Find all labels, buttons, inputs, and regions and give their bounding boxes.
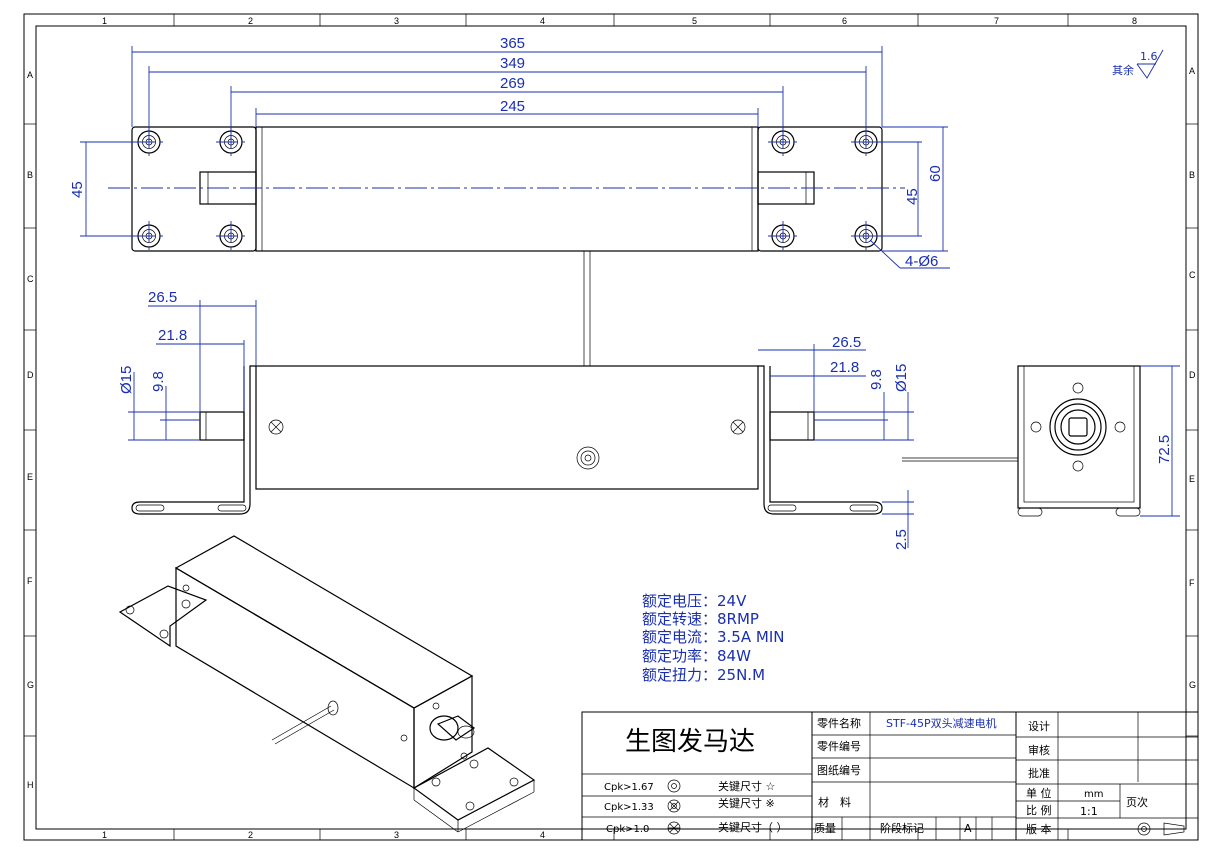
title-block: 生图发马达 Cpk>1.67 Cpk>1.33 Cpk>1.0 关键尺寸 ☆ 关… [581, 711, 1199, 841]
zone-col-3: 3 [394, 16, 399, 26]
cpk-1-label: Cpk>1.67 [604, 782, 654, 793]
dim-dia15-right: Ø15 [893, 364, 910, 392]
mounting-hole [768, 221, 798, 251]
part-name-value: STF-45P双头减速电机 [886, 716, 997, 730]
key-dim-paren: 关键尺寸（ ） [718, 820, 788, 834]
front-left-dims: 26.5 21.8 Ø15 9.8 [118, 289, 257, 441]
material-label: 材 料 [818, 795, 851, 809]
top-left-vertical-dim: 45 [69, 141, 148, 237]
company-name: 生图发马达 [625, 727, 755, 757]
surface-roughness-symbol: 其余 1.6 [1112, 49, 1164, 79]
dim-269: 269 [500, 75, 525, 92]
scale-value: 1:1 [1080, 805, 1098, 818]
dim-9-8-right: 9.8 [868, 369, 885, 390]
dim-21-8-right: 21.8 [830, 359, 859, 376]
unit-value: mm [1084, 789, 1103, 800]
mounting-hole [216, 221, 246, 251]
mass-label: 质量 [814, 822, 836, 835]
dim-26-5-right: 26.5 [832, 334, 861, 351]
drawing-no-label: 图纸编号 [817, 763, 861, 777]
zone-row-a: A [27, 70, 33, 80]
zone-row-f: F [27, 576, 33, 586]
stage-value: A [964, 822, 972, 835]
dim-245: 245 [500, 98, 525, 115]
zone-col-2-bottom: 2 [248, 830, 253, 840]
spec-speed: 额定转速：8RMP [642, 610, 759, 628]
key-dim-cross: 关键尺寸 ※ [718, 796, 775, 810]
zone-row-c-right: C [1189, 270, 1196, 280]
approve-label: 批准 [1028, 766, 1050, 780]
zone-col-5: 5 [692, 16, 697, 26]
zone-row-e: E [27, 472, 33, 482]
zone-col-4-bottom: 4 [540, 830, 545, 840]
front-right-dims: 26.5 21.8 Ø15 9.8 2.5 [758, 334, 914, 550]
cpk-3-label: Cpk>1.0 [606, 824, 649, 835]
zone-row-h: H [27, 780, 34, 790]
zone-row-b-right: B [1189, 170, 1195, 180]
zone-row-c: C [27, 274, 34, 284]
zone-col-8: 8 [1132, 16, 1137, 26]
spec-current: 额定电流：3.5A MIN [642, 628, 784, 646]
front-view: 26.5 21.8 Ø15 9.8 26.5 21.8 Ø15 9.8 [118, 289, 914, 550]
unit-label: 单 位 [1026, 786, 1052, 800]
cpk-symbol-1-icon [667, 779, 681, 793]
zone-row-g-right: G [1189, 680, 1196, 690]
zone-col-1-bottom: 1 [102, 830, 107, 840]
zone-row-labels: A B C D E F G H A B C D E F G [27, 66, 1196, 790]
dim-60: 60 [927, 165, 944, 182]
cpk-symbol-2-icon [667, 799, 681, 813]
side-view: 72.5 [902, 365, 1180, 517]
roughness-value: 1.6 [1140, 50, 1158, 63]
part-name-label: 零件名称 [817, 716, 861, 730]
hole-callout: 4-Ø6 [869, 239, 950, 270]
spec-voltage: 额定电压：24V [642, 592, 747, 610]
dim-2-5: 2.5 [893, 529, 910, 550]
part-no-label: 零件编号 [817, 739, 861, 753]
zone-row-e-right: E [1189, 474, 1195, 484]
zone-col-3-bottom: 3 [394, 830, 399, 840]
dim-72-5: 72.5 [1156, 435, 1173, 464]
zone-col-2: 2 [248, 16, 253, 26]
page-label: 页次 [1126, 795, 1148, 809]
dim-dia15-left: Ø15 [118, 366, 135, 394]
isometric-view [118, 535, 536, 833]
hole-callout-text: 4-Ø6 [905, 253, 938, 270]
design-label: 设计 [1028, 720, 1050, 733]
spec-torque: 额定扭力：25N.M [642, 666, 765, 684]
projection-symbol-icon [1136, 822, 1185, 836]
dim-21-8-left: 21.8 [158, 327, 187, 344]
top-right-vertical-dims: 45 60 [866, 126, 948, 252]
zone-col-1: 1 [102, 16, 107, 26]
zone-col-4: 4 [540, 16, 545, 26]
top-horizontal-dims: 365 349 269 245 [131, 35, 883, 140]
zone-row-b: B [27, 170, 33, 180]
stage-label: 阶段标记 [880, 821, 924, 835]
key-dim-star: 关键尺寸 ☆ [718, 779, 775, 793]
zone-row-a-right: A [1189, 66, 1195, 76]
zone-col-6: 6 [842, 16, 847, 26]
zone-column-labels: 1 2 3 4 5 6 7 8 1 2 3 4 [102, 16, 1137, 840]
roughness-label: 其余 [1112, 63, 1134, 77]
scale-label: 比 例 [1026, 803, 1052, 817]
spec-power: 额定功率：84W [642, 647, 751, 665]
rated-specs: 额定电压：24V 额定转速：8RMP 额定电流：3.5A MIN 额定功率：84… [642, 592, 784, 684]
zone-row-d-right: D [1189, 370, 1196, 380]
cpk-2-label: Cpk>1.33 [604, 802, 654, 813]
dim-365: 365 [500, 35, 525, 52]
dim-45-right: 45 [904, 188, 921, 205]
side-height-dim: 72.5 [1140, 365, 1180, 517]
top-view: 365 349 269 245 45 45 [69, 35, 950, 366]
zone-row-d: D [27, 370, 34, 380]
zone-row-g: G [27, 680, 34, 690]
dim-26-5-left: 26.5 [148, 289, 177, 306]
zone-row-f-right: F [1189, 578, 1195, 588]
dim-349: 349 [500, 55, 525, 72]
review-label: 审核 [1028, 743, 1050, 757]
zone-col-7: 7 [994, 16, 999, 26]
dim-9-8-left: 9.8 [150, 371, 167, 392]
cpk-symbol-3-icon [667, 821, 681, 835]
dim-45-left: 45 [69, 181, 86, 198]
version-label: 版 本 [1026, 822, 1052, 836]
